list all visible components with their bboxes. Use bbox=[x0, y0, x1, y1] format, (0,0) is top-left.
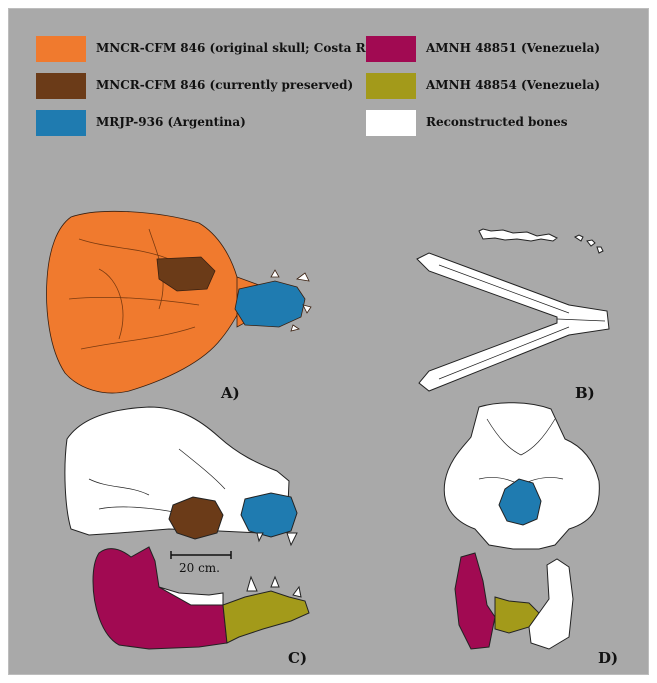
snout-argentina-region bbox=[235, 281, 305, 327]
skull-lateral-view bbox=[65, 407, 297, 545]
panel-label-c: C) bbox=[288, 649, 307, 667]
panel-label-b: B) bbox=[575, 384, 595, 402]
snout-lateral-argentina bbox=[241, 493, 297, 537]
panel-label-a: A) bbox=[221, 384, 240, 402]
skull-dorsal-view bbox=[47, 211, 311, 393]
skull-original-region bbox=[47, 211, 249, 393]
panel-label-d: D) bbox=[598, 649, 618, 667]
skull-frontal-view bbox=[444, 403, 599, 549]
mandible-dorsal-view bbox=[417, 229, 609, 391]
scale-bar-label: 20 cm. bbox=[179, 561, 220, 575]
mandible-frontal-amnh-48851 bbox=[455, 553, 495, 649]
mandible-lateral-amnh-48854 bbox=[223, 591, 309, 643]
mandible-frontal-reconstructed bbox=[529, 559, 573, 649]
skull-frontal-reconstructed bbox=[444, 403, 599, 549]
mandible-frontal-view bbox=[455, 553, 573, 649]
figure-panel: MNCR-CFM 846 (original skull; Costa Rica… bbox=[8, 8, 649, 675]
skull-lateral-preserved bbox=[169, 497, 223, 539]
skull-drawings bbox=[9, 9, 650, 676]
mandible-reconstructed bbox=[417, 253, 609, 391]
scale-bar bbox=[171, 551, 231, 559]
